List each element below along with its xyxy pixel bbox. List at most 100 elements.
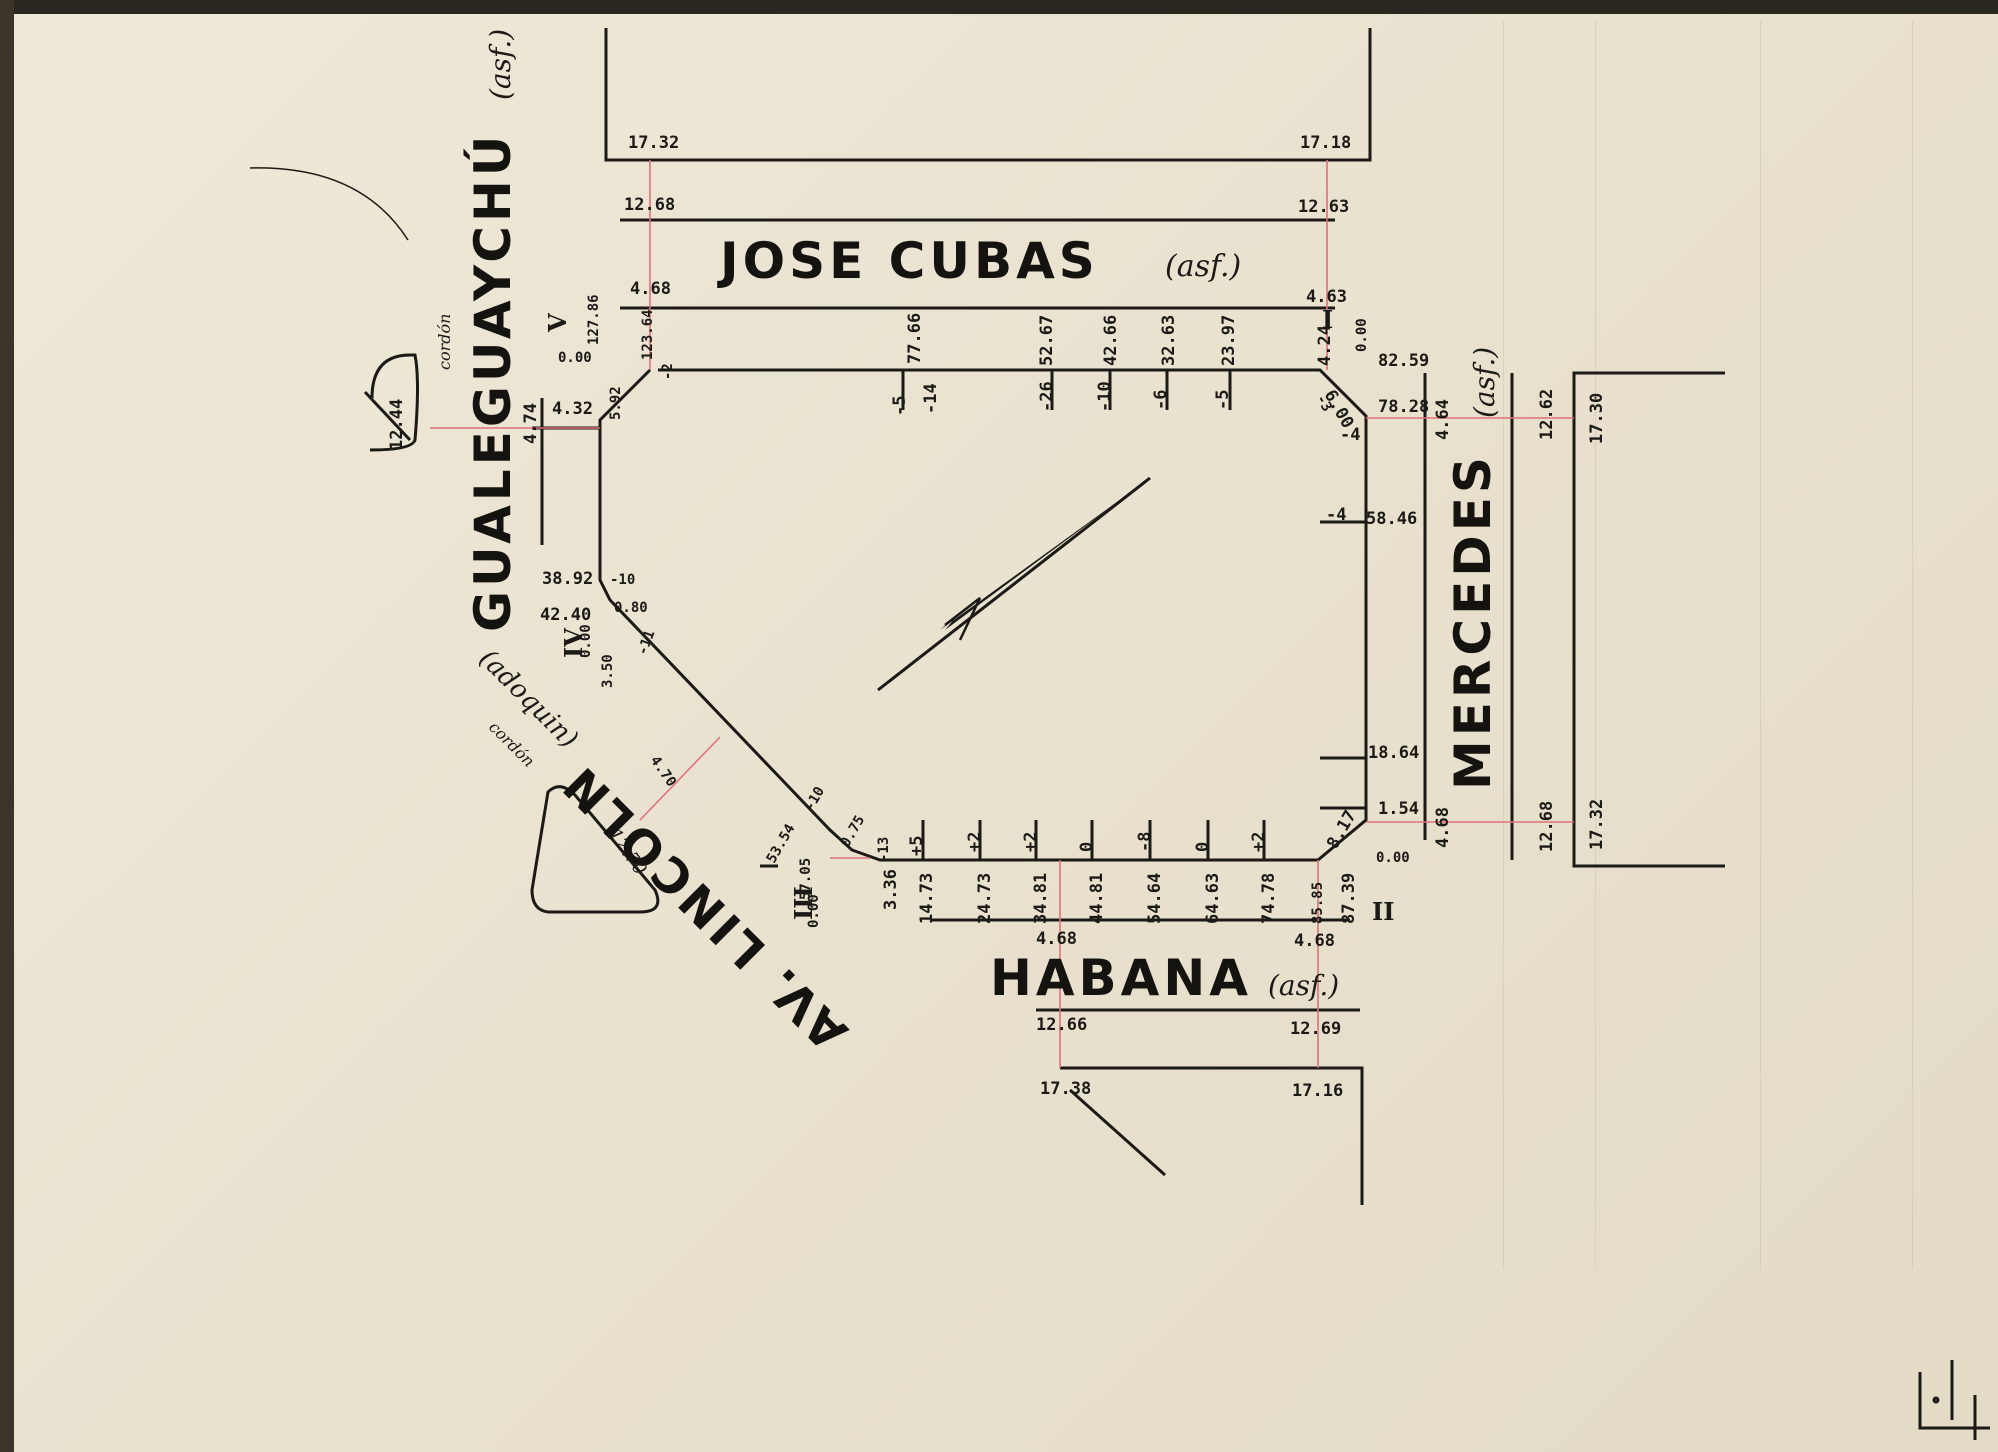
level-label: 58.46 — [1366, 509, 1417, 529]
level-label: 24.73 — [975, 873, 995, 924]
level-label: -14 — [921, 383, 941, 414]
level-label: 14.73 — [917, 873, 937, 924]
level-label: -10 — [802, 784, 829, 814]
level-label: 4.68 — [1036, 929, 1077, 949]
faint-rule — [1912, 20, 1913, 1270]
faint-rule — [1595, 20, 1596, 1270]
level-label: 0 — [1193, 842, 1213, 852]
east-block-frame — [1572, 371, 1725, 868]
level-label: 34.81 — [1031, 873, 1051, 924]
level-label: 1.54 — [1378, 799, 1419, 819]
level-label: 18.64 — [1368, 743, 1419, 763]
level-label: -8 — [1135, 832, 1155, 852]
level-label: -11 — [635, 628, 659, 657]
level-label: 85.85 — [1310, 882, 1326, 924]
level-label: 0.00 — [806, 894, 822, 928]
level-label: 87.39 — [1339, 873, 1359, 924]
level-label: 17.38 — [1040, 1079, 1091, 1099]
level-label: 74.78 — [1259, 873, 1279, 924]
level-label: 0.00 — [578, 624, 594, 658]
level-label: -10 — [1095, 381, 1115, 412]
level-label: 17.30 — [1587, 393, 1607, 444]
level-label: 53.54 — [764, 821, 799, 866]
corner-i: I — [1322, 305, 1333, 334]
level-label: 5.92 — [608, 386, 624, 420]
level-label: 4.68 — [630, 279, 671, 299]
level-label: -4 — [1326, 505, 1346, 525]
level-label: +2 — [1021, 832, 1041, 852]
level-label: 64.63 — [1203, 873, 1223, 924]
level-label: -13 — [876, 837, 892, 862]
gualeguaychu-cordon-curve — [369, 353, 419, 452]
level-label: 78.28 — [1378, 397, 1429, 417]
asf-label: (asf.) — [1165, 249, 1241, 284]
level-label: 127.86 — [586, 294, 602, 345]
lincoln-cordon-triangle — [530, 785, 660, 914]
level-label: 12.69 — [1290, 1019, 1341, 1039]
pencil-arc — [249, 167, 409, 241]
level-label: 0.00 — [558, 350, 592, 366]
level-label: 4.32 — [552, 399, 593, 419]
level-label: 42.66 — [1101, 315, 1121, 366]
north-arrow-icon — [877, 476, 1151, 692]
level-label: -2 — [660, 363, 676, 380]
level-label: -4 — [1340, 425, 1360, 445]
level-label: 52.67 — [1037, 315, 1057, 366]
level-label: 12.62 — [1537, 389, 1557, 440]
level-label: 17.16 — [1292, 1081, 1343, 1101]
faint-rule — [1503, 20, 1504, 1270]
level-label: 12.44 — [387, 399, 407, 450]
corner-ii: II — [1372, 897, 1394, 926]
level-label: 17.32 — [1587, 799, 1607, 850]
south-diagonal-line — [1068, 1088, 1167, 1177]
level-label: +5 — [907, 836, 927, 856]
level-label: 3.50 — [600, 654, 616, 688]
block-outline — [249, 28, 1725, 1205]
level-label: 12.63 — [1298, 197, 1349, 217]
level-label: 0.75 — [838, 813, 869, 850]
level-label: -5 — [1213, 390, 1233, 410]
level-label: -5 — [890, 396, 910, 416]
level-label: 0 — [1077, 842, 1097, 852]
level-label: -6 — [1151, 390, 1171, 410]
street-name-jose-cubas: JOSE CUBAS — [717, 232, 1099, 290]
cordon-stroke — [363, 390, 412, 442]
north-block-frame — [604, 28, 1372, 162]
street-name-habana: HABANA — [990, 949, 1252, 1007]
level-label: 4.68 — [1294, 931, 1335, 951]
level-label: -10 — [610, 572, 635, 588]
level-label: -26 — [1037, 381, 1057, 412]
level-label: 4.68 — [1433, 807, 1453, 848]
street-name-mercedes: MERCEDES — [1444, 453, 1502, 790]
level-label: 0.00 — [1376, 850, 1410, 866]
level-label: 32.63 — [1159, 315, 1179, 366]
sheet-top-edge — [0, 0, 1998, 14]
level-label: +2 — [1249, 832, 1269, 852]
level-label: 4.74 — [521, 403, 541, 444]
level-label: 44.81 — [1087, 873, 1107, 924]
level-label: 12.66 — [1036, 1015, 1087, 1035]
level-label: 54.64 — [1145, 873, 1165, 924]
level-label: 3.36 — [881, 869, 901, 910]
level-label: 0.00 — [1354, 318, 1370, 352]
south-block-frame — [1060, 1066, 1364, 1205]
level-label: 123.64 — [640, 309, 656, 360]
level-label: 4.63 — [1306, 287, 1347, 307]
asf-label: (asf.) — [484, 29, 517, 100]
level-label: 4.64 — [1433, 399, 1453, 440]
level-label: 23.97 — [1219, 315, 1239, 366]
level-label: 57.05 — [798, 858, 814, 900]
level-label: 82.59 — [1378, 351, 1429, 371]
sheet-left-edge — [0, 0, 14, 1452]
level-label: 17.32 — [628, 133, 679, 153]
level-label: -3 — [1313, 392, 1335, 415]
level-label: 0.80 — [614, 600, 648, 616]
level-label: 12.68 — [1537, 801, 1557, 852]
corner-v: V — [543, 313, 572, 333]
cordon-label: cordón — [435, 314, 454, 370]
signature-mark — [1918, 1360, 1990, 1440]
asf-label: (asf.) — [1468, 347, 1501, 418]
level-label: 12.68 — [624, 195, 675, 215]
